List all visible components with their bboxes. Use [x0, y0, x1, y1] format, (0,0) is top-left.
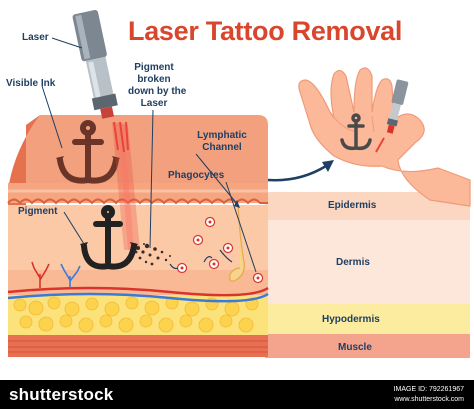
laser-emitter-lines — [113, 121, 129, 153]
shutterstock-brand: shutterstock — [9, 385, 114, 404]
lymphatic-line-1: Lymphatic — [197, 130, 247, 141]
pigment-broken-line-1: Pigment — [134, 62, 174, 73]
capillary-blue — [60, 263, 81, 288]
laser-beam — [112, 122, 140, 250]
layer-label-epidermis: Epidermis — [328, 200, 377, 211]
image-id: IMAGE ID: 792261967 — [393, 386, 464, 393]
muscle-layer — [8, 335, 268, 357]
label-visible-ink: Visible Ink — [6, 78, 56, 89]
pigment-anchor — [81, 205, 137, 270]
diagram-title: Laser Tattoo Removal — [128, 16, 403, 46]
layer-label-muscle: Muscle — [338, 342, 372, 353]
hypodermis-band — [265, 304, 470, 334]
label-pigment: Pigment — [18, 206, 58, 217]
pigment-particles — [134, 243, 171, 266]
capillary-red — [31, 261, 50, 288]
label-phagocytes: Phagocytes — [168, 170, 225, 181]
layer-bands — [265, 192, 470, 358]
laser-device — [72, 9, 118, 119]
skin-top-surface — [8, 115, 268, 190]
hand-illustration — [298, 67, 471, 207]
label-lymphatic-channel: Lymphatic Channel — [194, 130, 250, 154]
pigment-broken-line-4: Laser — [140, 98, 168, 109]
muscle-band — [265, 334, 470, 358]
epidermis-layer — [8, 183, 268, 203]
dermis-band — [265, 220, 470, 304]
label-laser: Laser — [22, 32, 49, 43]
leader-lines — [41, 37, 257, 273]
lymph-vessel — [229, 204, 245, 282]
pigment-broken-line-2: broken — [137, 74, 171, 85]
dermis-shade — [8, 270, 268, 295]
tattoo-anchor-surface — [57, 120, 119, 184]
watermark-footer: shutterstock IMAGE ID: 792261967 www.shu… — [0, 380, 474, 409]
layer-label-hypodermis: Hypodermis — [322, 314, 380, 325]
fat-cells — [13, 296, 259, 333]
phagocyte-arrows — [169, 249, 233, 270]
artery-line — [7, 286, 269, 297]
phagocyte-cells — [176, 216, 234, 274]
lymphatic-line-2: Channel — [202, 142, 242, 153]
layer-label-dermis: Dermis — [336, 257, 370, 268]
site-url: www.shutterstock.com — [394, 396, 464, 403]
to-hand-arrow — [267, 164, 327, 182]
epidermis-scallops — [7, 198, 268, 205]
vein-line — [7, 292, 269, 303]
label-pigment-broken: Pigment broken down by the Laser — [128, 62, 187, 110]
muscle-fibers — [8, 340, 268, 353]
pigment-broken-line-3: down by the — [128, 86, 187, 97]
